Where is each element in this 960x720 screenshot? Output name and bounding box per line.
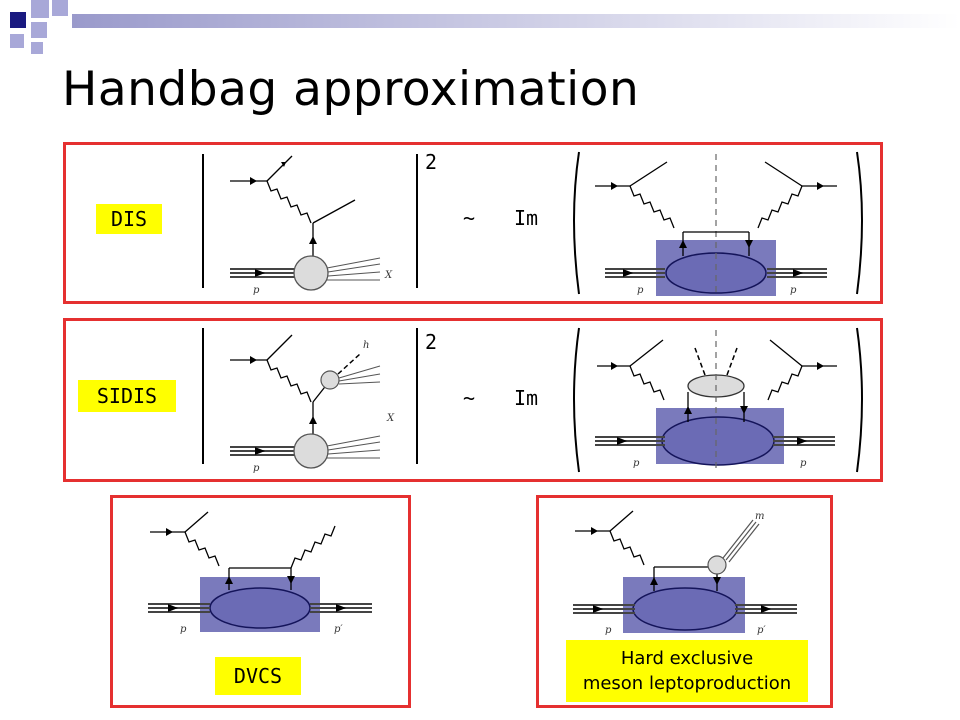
- corner-square-light: [31, 22, 47, 38]
- meson-tag: Hard exclusive meson leptoproduction: [566, 640, 808, 702]
- dvcs-diagram: p p′: [148, 511, 372, 635]
- dis-power: 2: [425, 150, 438, 174]
- dis-tag: DIS: [96, 204, 162, 234]
- meson-tag-line1: Hard exclusive: [620, 648, 754, 669]
- dis-amplitude-diagram: p X: [202, 154, 418, 296]
- sidis-power: 2: [425, 330, 438, 354]
- dis-x-label: X: [384, 270, 393, 281]
- sidis-tag: SIDIS: [78, 380, 176, 412]
- corner-square-light: [31, 0, 49, 18]
- dis-cut-diagram: p p: [573, 151, 863, 296]
- slide-title: Handbag approximation: [62, 62, 640, 117]
- sidis-cut-p-left: p: [633, 458, 640, 469]
- sidis-panel: [63, 318, 883, 482]
- sidis-cut-p-right: p: [800, 458, 807, 469]
- top-rule: [72, 14, 960, 28]
- dis-cut-p-right: p: [790, 285, 797, 296]
- meson-p-label: p: [605, 625, 612, 636]
- dis-panel: [63, 142, 883, 304]
- meson-tag-line2: meson leptoproduction: [582, 673, 792, 694]
- corner-square-dark: [10, 12, 26, 28]
- dvcs-pprime-label: p′: [334, 624, 343, 635]
- dis-p-label: p: [253, 285, 260, 296]
- corner-square-light: [31, 42, 43, 54]
- meson-pprime-label: p′: [757, 625, 766, 636]
- sidis-p-label: p: [253, 463, 260, 474]
- sidis-cut-diagram: p p: [573, 327, 863, 473]
- dis-cut-p-left: p: [637, 285, 644, 296]
- sidis-x-label: X: [386, 413, 395, 424]
- corner-square-light: [10, 34, 24, 48]
- sidis-h-label: h: [363, 340, 369, 351]
- meson-m-label: m: [755, 511, 764, 522]
- sidis-amplitude-diagram: p X h: [202, 328, 418, 474]
- dvcs-p-label: p: [180, 624, 187, 635]
- dis-im: Im: [514, 206, 539, 230]
- dis-tilde: ~: [463, 206, 476, 230]
- sidis-im: Im: [514, 386, 539, 410]
- sidis-tilde: ~: [463, 386, 476, 410]
- dvcs-tag: DVCS: [215, 657, 301, 695]
- meson-panel: [536, 495, 833, 708]
- meson-diagram: p p′ m: [573, 510, 797, 636]
- dvcs-panel: [110, 495, 411, 708]
- corner-square-light: [52, 0, 68, 16]
